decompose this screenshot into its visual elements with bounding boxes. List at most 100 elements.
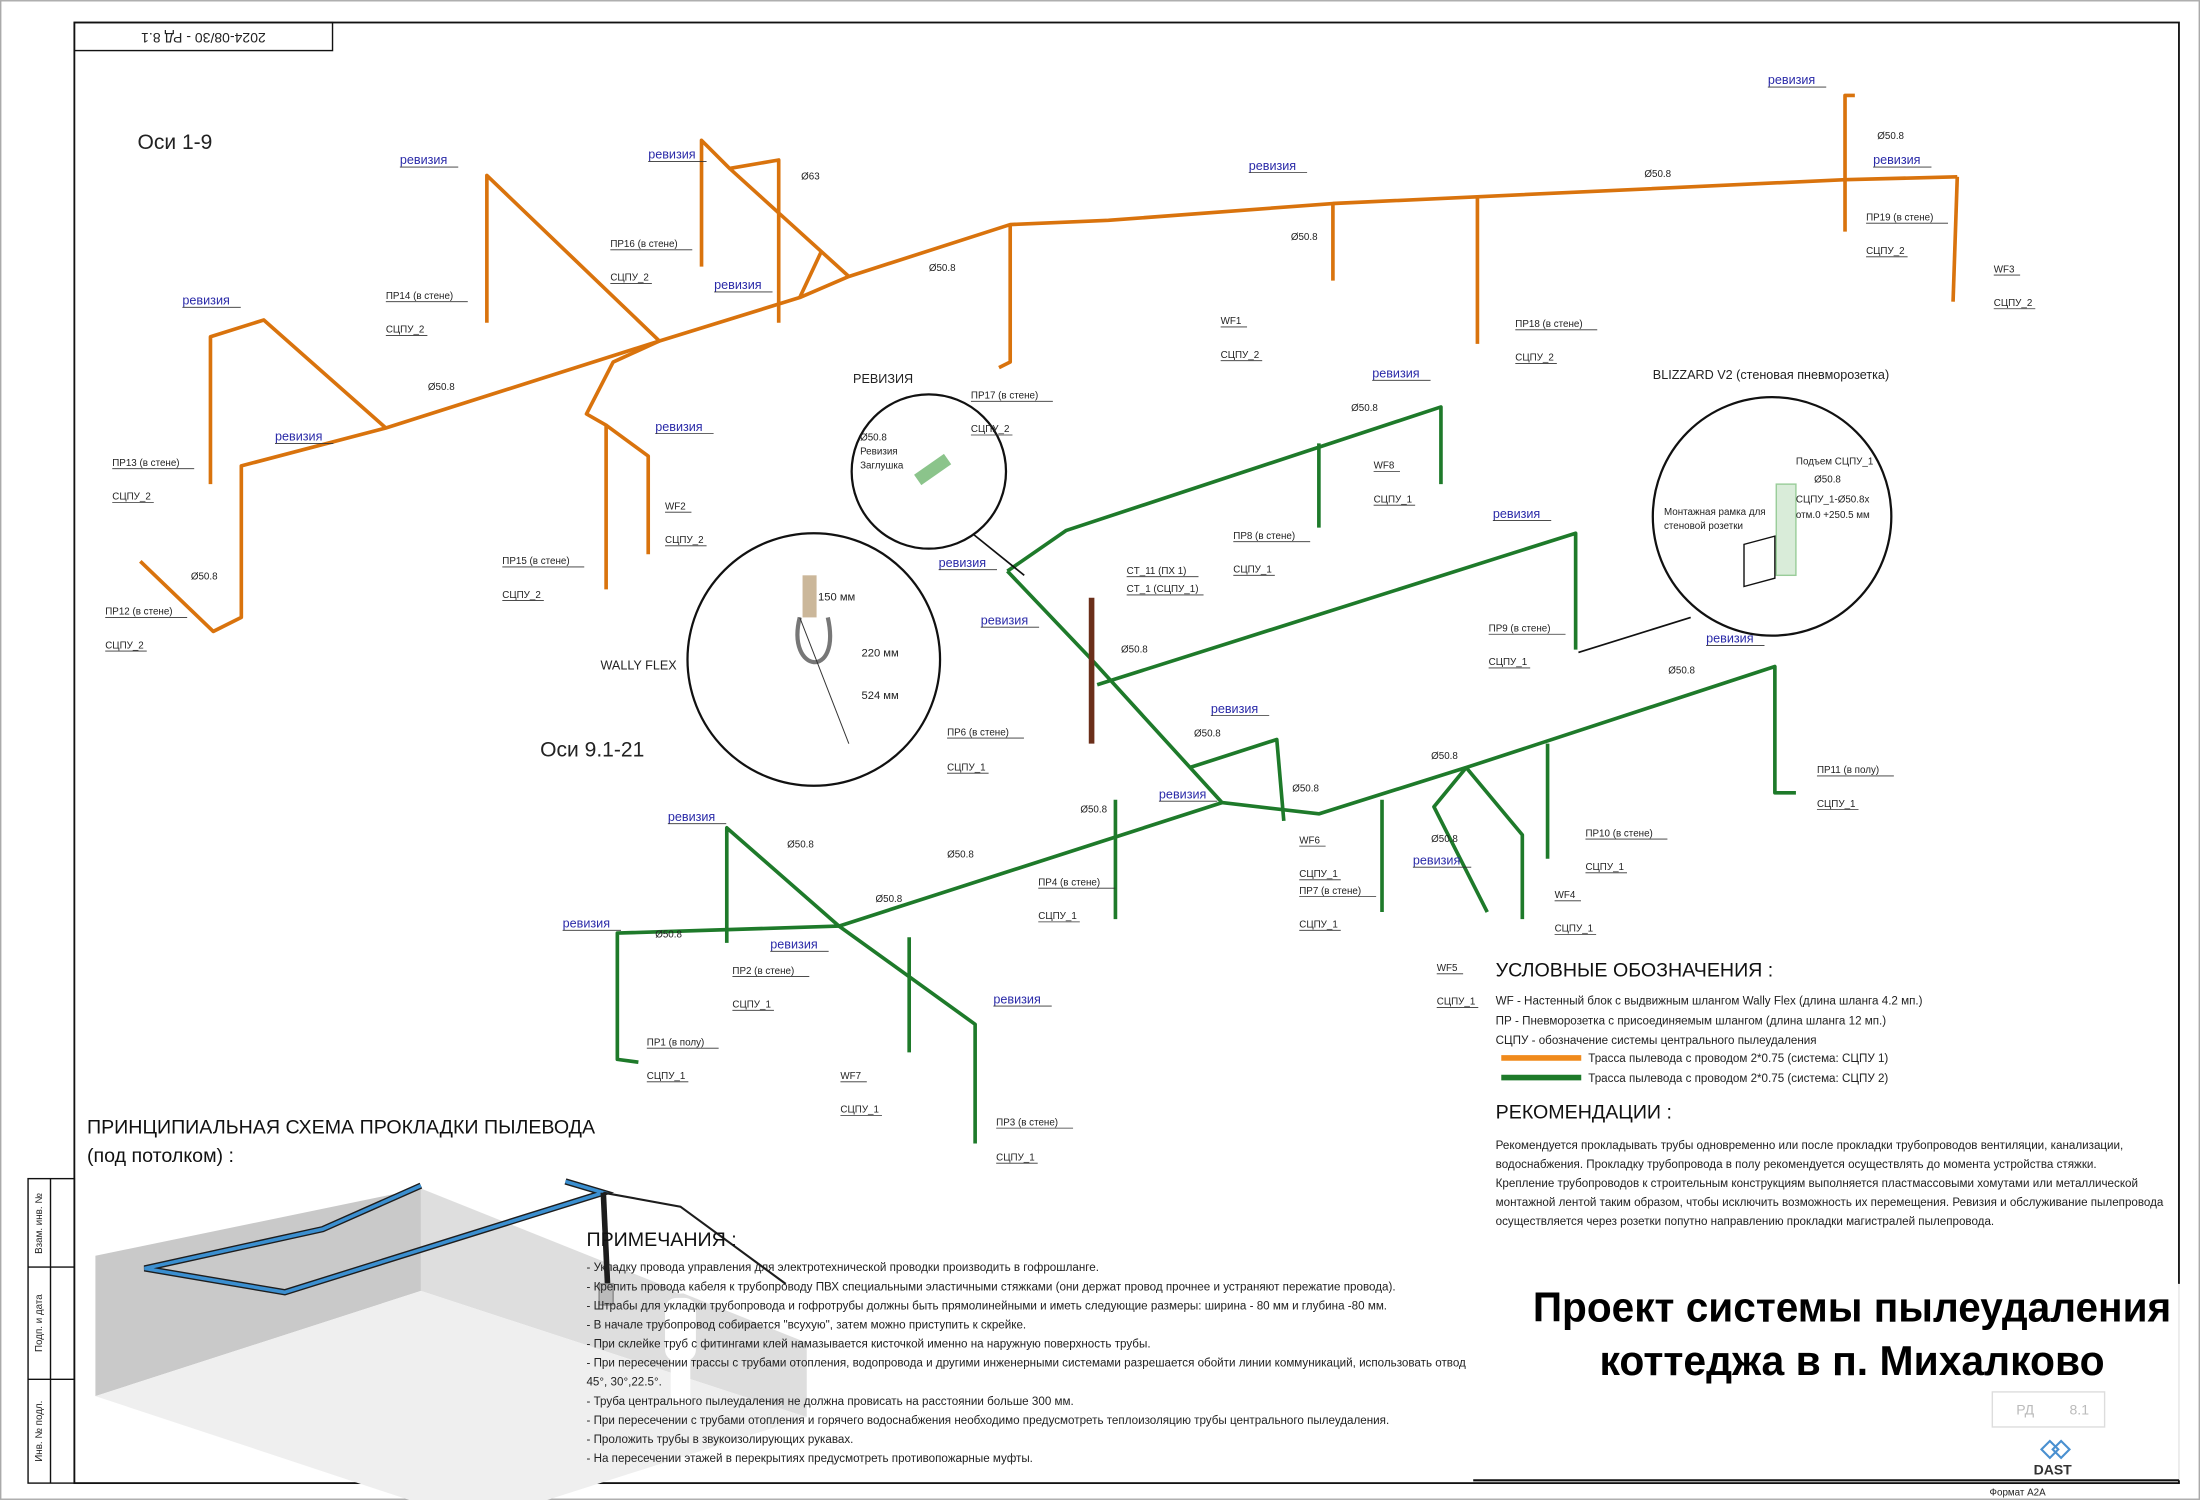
text-line: - При склейке труб с фитингами клей нама… xyxy=(586,1338,1150,1351)
stage-code: РД xyxy=(2016,1401,2034,1417)
outlet-label: CT_11 (ПХ 1) xyxy=(1127,566,1187,577)
revision-label: ревизия xyxy=(1372,366,1419,380)
diameter-label: Ø50.8 xyxy=(1351,403,1378,414)
outlet-label: СЦПУ_1 xyxy=(1437,997,1476,1008)
outlet-label: ПР15 (в стене) xyxy=(502,556,569,567)
outlet-label: СЦПУ_1 xyxy=(732,999,771,1010)
revision-label: ревизия xyxy=(714,278,761,292)
text-line: - Укладку провода управления для электро… xyxy=(586,1261,1098,1274)
stamp-box xyxy=(73,21,334,52)
revision-label: ревизия xyxy=(182,294,229,308)
diameter-label: Ø50.8 xyxy=(1644,169,1671,180)
detail-label: Ø50.8 xyxy=(860,433,887,444)
revision-detail: Ø50.8 Ревизия Заглушка xyxy=(850,393,1025,576)
revision-label: ревизия xyxy=(655,420,702,434)
diameter-label: Ø50.8 xyxy=(1431,751,1458,762)
sheet-number: 8.1 xyxy=(2070,1401,2090,1417)
outlet-label: WF5 xyxy=(1437,963,1458,974)
diameter-label: Ø50.8 xyxy=(1877,131,1904,142)
stamp-label: Взам. инв. № xyxy=(34,1193,45,1254)
outlet-label: ПР17 (в стене) xyxy=(971,391,1038,402)
outlet-label: ПР2 (в стене) xyxy=(732,966,794,977)
outlet-label: ПР12 (в стене) xyxy=(105,607,172,618)
outlet-label: СЦПУ_2 xyxy=(1221,350,1260,361)
outlet-label: СЦПУ_1 xyxy=(1233,565,1272,576)
diameter-label: Ø50.8 xyxy=(947,849,974,860)
revision-label: ревизия xyxy=(1873,153,1920,167)
diameter-label: Ø63 xyxy=(801,172,820,183)
text-line: - Крепить провода кабеля к трубопроводу … xyxy=(586,1280,1395,1293)
diameter-label: Ø50.8 xyxy=(1194,729,1221,740)
revision-label: ревизия xyxy=(1159,787,1206,801)
outlet-label: ПР14 (в стене) xyxy=(386,291,453,302)
diameter-label: Ø50.8 xyxy=(787,840,814,851)
scheme-title: ПРИНЦИПИАЛЬНАЯ СХЕМА ПРОКЛАДКИ ПЫЛЕВОДА xyxy=(87,1117,596,1139)
detail-label: стеновой розетки xyxy=(1664,521,1743,532)
revision-label: ревизия xyxy=(770,938,817,952)
detail-label: отм.0 +250.5 мм xyxy=(1796,510,1870,521)
revision-label: ревизия xyxy=(275,430,322,444)
text-line: осуществляется через розетки попутно нап… xyxy=(1496,1215,1995,1228)
text-line: Крепление трубопроводов к строительным к… xyxy=(1496,1177,2138,1190)
outlet-label: СЦПУ_1 xyxy=(1585,862,1624,873)
outlet-label: ПР4 (в стене) xyxy=(1038,877,1100,888)
legend-item: Трасса пылевода с проводом 2*0.75 (систе… xyxy=(1588,1052,1888,1065)
wally-flex-detail: 150 мм 220 мм 524 мм xyxy=(686,532,942,787)
detail-label: Подъем СЦПУ_1 xyxy=(1796,456,1873,467)
diameter-label: Ø50.8 xyxy=(929,263,956,274)
outlet-label: СЦПУ_1 xyxy=(996,1152,1035,1163)
outlet-label: ПР11 (в полу) xyxy=(1817,765,1879,776)
outlet-label: СЦПУ_2 xyxy=(386,325,425,336)
project-title: Проект системы пылеудаления xyxy=(1533,1284,2171,1331)
outlet-label: ПР10 (в стене) xyxy=(1585,828,1652,839)
outlet-label: СЦПУ_1 xyxy=(1038,911,1077,922)
outlet-label: ПР18 (в стене) xyxy=(1515,319,1582,330)
ceiling-scheme: ПРИНЦИПИАЛЬНАЯ СХЕМА ПРОКЛАДКИ ПЫЛЕВОДА … xyxy=(87,1117,807,1500)
dimension-label: 524 мм xyxy=(861,690,898,702)
diameter-label: Ø50.8 xyxy=(1431,834,1458,845)
text-line: 45°, 30°,22.5°. xyxy=(586,1376,661,1389)
detail-label: Ø50.8 xyxy=(1814,475,1841,486)
diameter-label: Ø50.8 xyxy=(655,929,682,940)
detail-label: Ревизия xyxy=(860,447,898,458)
diameter-label: Ø50.8 xyxy=(191,572,218,583)
outlet-label: СЦПУ_1 xyxy=(947,762,986,773)
pipe-system-sczpu-1 xyxy=(615,405,1796,1144)
detail-label: Заглушка xyxy=(860,461,904,472)
revision-label: ревизия xyxy=(668,810,715,824)
text-line: - При пересечении трассы с трубами отопл… xyxy=(586,1357,1466,1370)
side-stamp: Взам. инв. № Подп. и дата Инв. № подл. xyxy=(27,1177,76,1484)
outlet-label: WF6 xyxy=(1299,835,1320,846)
revision-label: ревизия xyxy=(1211,702,1258,716)
revision-label: ревизия xyxy=(1413,853,1460,867)
dimension-label: 150 мм xyxy=(818,592,855,604)
outlet-label: ПР8 (в стене) xyxy=(1233,531,1295,542)
revision-label: ревизия xyxy=(1706,632,1753,646)
outlet-label: СЦПУ_2 xyxy=(1515,353,1554,364)
diameter-label: Ø50.8 xyxy=(1668,666,1695,677)
revision-label: ревизия xyxy=(993,992,1040,1006)
blizzard-title: BLIZZARD V2 (стеновая пневморозетка) xyxy=(1653,368,1889,382)
legend: УСЛОВНЫЕ ОБОЗНАЧЕНИЯ : WF - Настенный бл… xyxy=(1496,960,2164,1228)
outlet-label: ПР1 (в полу) xyxy=(647,1037,704,1048)
outlet-label: СЦПУ_2 xyxy=(502,590,541,601)
diameter-label: Ø50.8 xyxy=(428,382,455,393)
outlet-label: CT_1 (СЦПУ_1) xyxy=(1127,584,1199,595)
outlet-label: СЦПУ_1 xyxy=(1817,799,1856,810)
section-axes-1-9: Оси 1-9 xyxy=(138,131,213,154)
outlet-label: ПР19 (в стене) xyxy=(1866,212,1933,223)
title-block: РД 8.1 Проект системы пылеудаления котте… xyxy=(1466,1284,2182,1499)
outlet-label: WF8 xyxy=(1374,461,1395,472)
pipe-system-sczpu-2 xyxy=(139,93,1960,634)
text-line: - В начале трубопровод собирается "всуху… xyxy=(586,1318,1026,1331)
outlet-label: ПР7 (в стене) xyxy=(1299,886,1361,897)
blizzard-detail: Подъем СЦПУ_1 Ø50.8 СЦПУ_1-Ø50.8x отм.0 … xyxy=(1578,396,1893,654)
dimension-label: 220 мм xyxy=(861,648,898,660)
text-line: монтажной лентой таким образом, чтобы ис… xyxy=(1496,1196,2164,1209)
text-line: - Труба центрального пылеудаления не дол… xyxy=(586,1395,1073,1408)
text-line: - На пересечении этажей в перекрытиях пр… xyxy=(586,1452,1032,1465)
outlet-label: СЦПУ_1 xyxy=(1299,919,1338,930)
revision-label: ревизия xyxy=(563,916,610,930)
text-line: - Проложить трубы в звукоизолирующих рук… xyxy=(586,1433,853,1446)
